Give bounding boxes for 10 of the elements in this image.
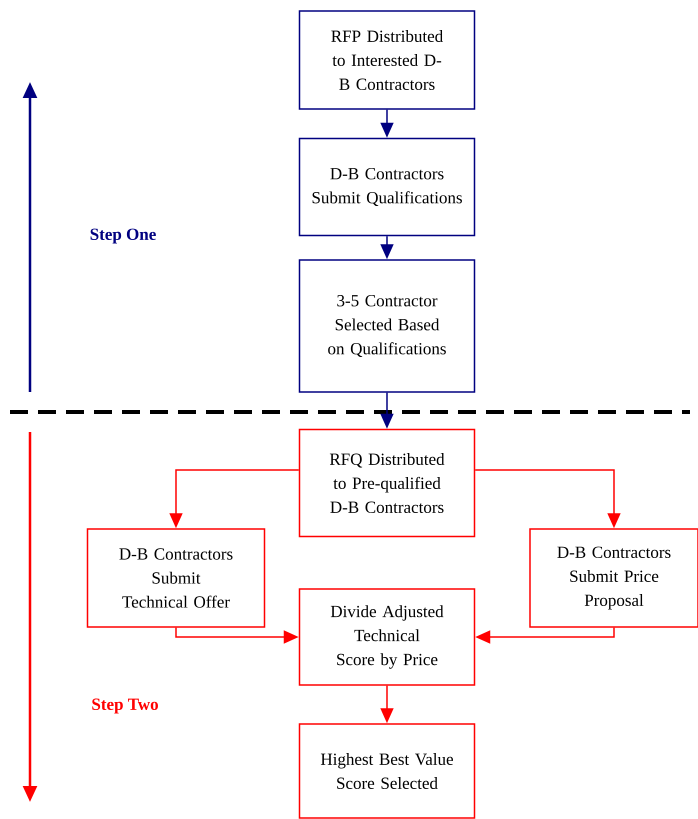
process-box: D-B Contractors Submit Qualifications xyxy=(298,138,476,236)
process-box: Divide Adjusted Technical Score by Price xyxy=(298,588,476,686)
step-label: Step One xyxy=(90,228,156,244)
process-box: D-B Contractors Submit Price Proposal xyxy=(529,528,698,628)
step-label: Step Two xyxy=(92,698,158,714)
process-box: RFP Distributed to Interested D-B Contractors xyxy=(298,10,476,110)
process-box: RFQ Distributed to Pre-qualified D-B Contractors xyxy=(298,428,476,538)
process-box: D-B Contractors Submit Technical Offer xyxy=(86,528,266,628)
process-box: Highest Best Value Score Selected xyxy=(298,723,476,819)
process-box: 3-5 Contractor Selected Based on Qualifications xyxy=(298,259,476,393)
